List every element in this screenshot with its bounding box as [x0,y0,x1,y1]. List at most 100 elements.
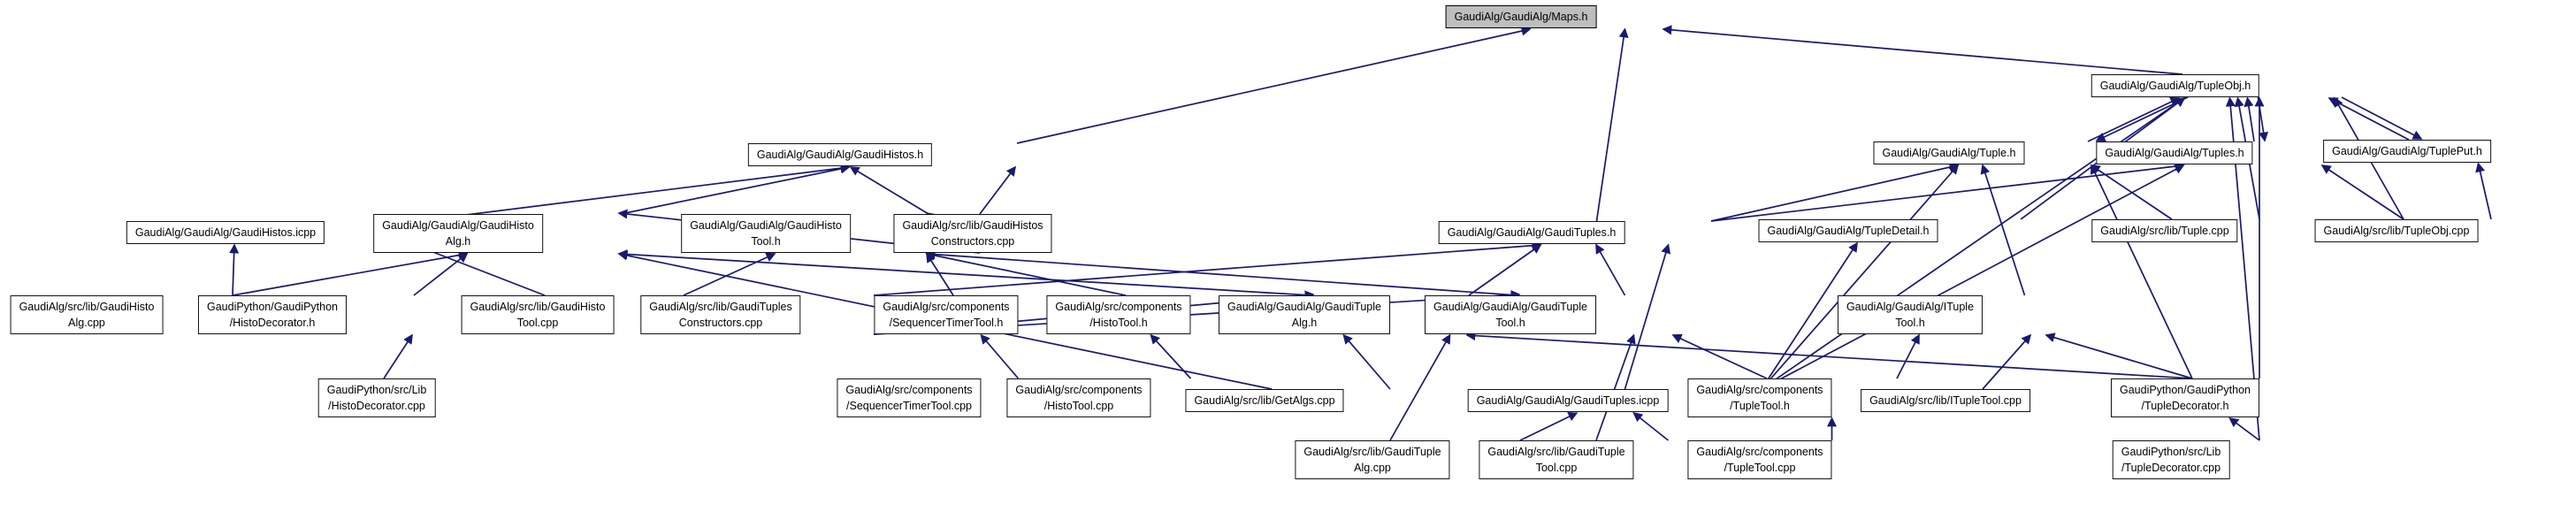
graph-node-tupledetail-h[interactable]: GaudiAlg/GaudiAlg/TupleDetail.h [1758,219,1938,243]
node-label: Tool.cpp [1535,462,1578,475]
node-label: Tool.h [751,235,781,248]
graph-edge-gaudihistoalg-cpp-to-gaudihistos-icpp [229,243,240,296]
graph-edge-gaudihistosconstructors-cpp-to-gaudihistos-h [979,165,1016,215]
graph-edge-tupledecorator-cpp-to-tupledecorator-h [2228,417,2260,441]
graph-edge-gaudituple-tool-cpp-to-gaudituples-icpp [1632,411,1670,441]
graph-edge-gaudituplealg-cpp-to-gaudituples-icpp [1519,412,1578,441]
node-label: GaudiAlg/src/lib/GaudiTuple [1303,446,1441,458]
graph-edge-histodecorator-cpp-to-histodecorator-h [383,333,413,379]
graph-node-tupleobj-cpp[interactable]: GaudiAlg/src/lib/TupleObj.cpp [2314,219,2479,243]
node-label: /TupleTool.h [1730,400,1790,413]
graph-edge-gaudituples-icpp-to-tuples-h [1761,164,2185,390]
graph-edge-gaudituples-icpp-to-gauditules-h [1624,243,1671,390]
node-label: GaudiAlg/GaudiAlg/Maps.h [1454,11,1588,23]
graph-node-maps[interactable]: GaudiAlg/GaudiAlg/Maps.h [1445,5,1597,29]
node-label: GaudiAlg/GaudiAlg/GaudiTuples.h [1447,226,1617,239]
graph-node-gaudihistos-icpp[interactable]: GaudiAlg/GaudiAlg/GaudiHistos.icpp [126,221,325,245]
node-label: GaudiAlg/GaudiAlg/GaudiHisto [382,219,534,232]
node-label: /TupleDecorator.cpp [2121,462,2221,475]
node-label: Tool.cpp [516,317,559,330]
node-label: GaudiAlg/src/components [883,301,1010,313]
graph-edge-gaudituplealg-cpp-to-gaudituplealg-h [1389,333,1451,441]
node-label: GaudiAlg/src/lib/TupleObj.cpp [2323,225,2470,237]
node-label: Alg.cpp [68,317,105,330]
graph-edge-tupletool-comp-h-to-itupletool-h [1896,333,1920,379]
node-label: GaudiAlg/GaudiAlg/TupleObj.h [2099,80,2251,92]
graph-edge-gaudihistotool-cpp-to-gaudihistotool-h [683,252,776,296]
node-label: GaudiAlg/GaudiAlg/ITuple [1846,301,1975,313]
graph-edge-itupletool-cpp-to-itupletool-h [1982,333,2032,390]
graph-node-getalgs-cpp[interactable]: GaudiAlg/src/lib/GetAlgs.cpp [1185,389,1344,413]
graph-edge-gaudituple-tool-h-to-gaudihistotool-h [925,249,1518,296]
graph-edge-gaudihistos-icpp-to-gaudihistos-h [416,163,851,222]
graph-edge-tupleobj-h-to-tuple-h [2095,96,2189,141]
node-label: GaudiAlg/src/components [1696,446,1823,458]
graph-node-histotool-h[interactable]: GaudiAlg/src/components/HistoTool.h [1046,295,1191,335]
graph-node-gaudihistos-h[interactable]: GaudiAlg/GaudiAlg/GaudiHistos.h [747,143,933,167]
graph-node-histodecorator-cpp[interactable]: GaudiPython/src/Lib/HistoDecorator.cpp [317,378,436,418]
graph-edge-itupletool-h-to-tuple-h [1980,164,2026,296]
node-label: GaudiAlg/src/lib/GaudiTuple [1487,446,1625,458]
node-label: GaudiPython/src/Lib [326,384,427,396]
graph-edge-tupledecorator-h-to-gaudituplealg-h [1465,331,2193,379]
node-label: /HistoDecorator.cpp [328,400,425,413]
graph-node-tuple-cpp[interactable]: GaudiAlg/src/lib/Tuple.cpp [2091,219,2238,243]
graph-edge-gaudihistoalg-h-to-gaudihistos-h [620,164,851,215]
node-label: GaudiAlg/src/lib/Tuple.cpp [2100,225,2229,237]
graph-edge-tupleobj-h-to-tuples-h [2257,96,2269,142]
graph-node-itupletool-cpp[interactable]: GaudiAlg/src/lib/ITupleTool.cpp [1861,389,2030,413]
graph-node-tupletool-comp-h[interactable]: GaudiAlg/src/components/TupleTool.h [1687,378,1832,418]
graph-node-tupledecorator-cpp[interactable]: GaudiPython/src/Lib/TupleDecorator.cpp [2112,440,2230,480]
graph-edge-histotool-h-to-gaudihistotool-h [925,250,1127,296]
graph-node-tupledecorator-h[interactable]: GaudiPython/GaudiPython/TupleDecorator.h [2110,378,2260,418]
graph-edge-gaudihistotool-h-to-gaudihistos-h [849,166,929,215]
graph-node-tupleput-h[interactable]: GaudiAlg/GaudiAlg/TuplePut.h [2323,140,2491,164]
graph-edge-gauditules-h-to-tuples-h [1710,161,2185,222]
graph-node-gauditules-h[interactable]: GaudiAlg/GaudiAlg/GaudiTuples.h [1438,221,1625,245]
graph-node-histotool-cpp[interactable]: GaudiAlg/src/components/HistoTool.cpp [1006,378,1151,418]
node-label: GaudiAlg/src/lib/GetAlgs.cpp [1194,394,1335,407]
graph-node-tuple-h[interactable]: GaudiAlg/GaudiAlg/Tuple.h [1873,141,2025,165]
graph-edge-tuple-h-to-tupleobj-h [2087,97,2181,142]
node-label: GaudiPython/GaudiPython [2119,384,2251,396]
node-label: GaudiAlg/GaudiAlg/GaudiTuple [1227,301,1381,313]
node-label: Tool.h [1495,317,1525,330]
graph-edge-gaudituple-tool-cpp-to-gaudituple-tool-h [1595,333,1636,441]
node-label: /HistoDecorator.h [229,317,316,330]
graph-node-tupleobj-h[interactable]: GaudiAlg/GaudiAlg/TupleObj.h [2091,74,2260,98]
graph-edge-tupleobj-cpp-to-tupleput-h [2475,162,2492,220]
node-label: GaudiPython/GaudiPython [206,301,339,313]
graph-edge-tupledecorator-h-to-itupletool-h [2045,332,2193,379]
node-label: GaudiAlg/src/lib/GaudiHistos [902,219,1043,232]
node-label: /TupleTool.cpp [1724,462,1796,475]
node-label: GaudiAlg/GaudiAlg/Tuple.h [1882,147,2016,159]
node-label: /SequencerTimerTool.cpp [846,400,972,413]
node-label: GaudiAlg/src/lib/ITupleTool.cpp [1869,394,2022,407]
node-label: /HistoTool.cpp [1043,400,1114,413]
graph-node-tuples-h[interactable]: GaudiAlg/GaudiAlg/Tuples.h [2096,141,2253,165]
graph-node-tupletool-cpp[interactable]: GaudiAlg/src/components/TupleTool.cpp [1687,440,1832,480]
node-label: Constructors.cpp [678,317,763,330]
node-label: GaudiAlg/GaudiAlg/GaudiHistos.h [756,149,924,161]
graph-edge-tupleobj-cpp-to-tuples-h [2320,164,2404,220]
node-label: /SequencerTimerTool.h [889,317,1004,330]
node-label: GaudiAlg/src/components [1015,384,1143,396]
graph-node-sequencertimertool-h[interactable]: GaudiAlg/src/components/SequencerTimerTo… [874,295,1019,335]
graph-node-histodecorator-h[interactable]: GaudiPython/GaudiPython/HistoDecorator.h [197,295,348,335]
node-label: GaudiAlg/src/components [1055,301,1182,313]
graph-edge-tupledecorator-h-to-tuple-h [2091,164,2193,379]
graph-node-sequencertimertool-cpp[interactable]: GaudiAlg/src/components/SequencerTimerTo… [837,378,982,418]
graph-node-gaudituples-icpp[interactable]: GaudiAlg/GaudiAlg/GaudiTuples.icpp [1467,389,1669,413]
node-label: Alg.h [1291,317,1318,330]
